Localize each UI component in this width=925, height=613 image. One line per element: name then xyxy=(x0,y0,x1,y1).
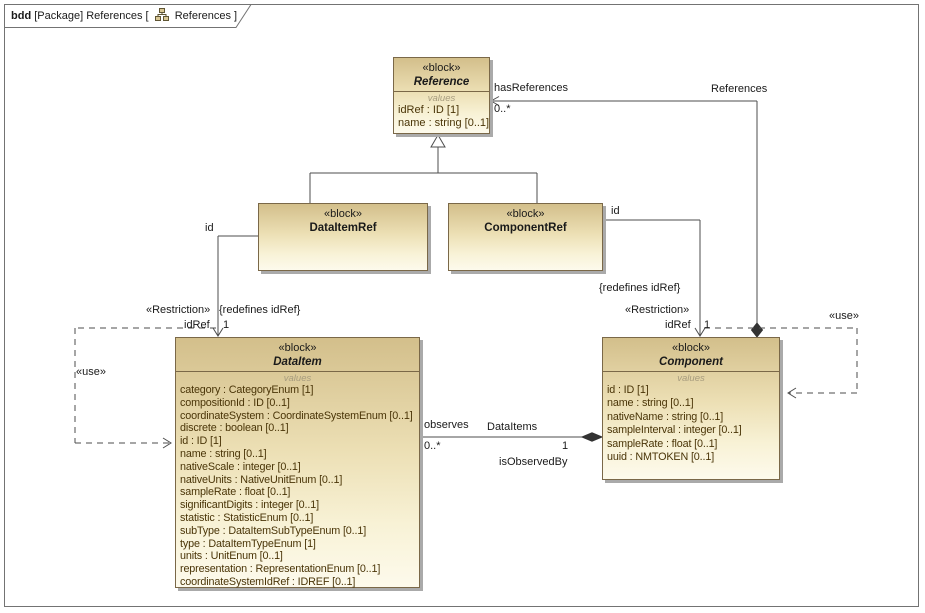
values-compartment-label: values xyxy=(283,373,312,384)
attribute: nativeScale : integer [0..1] xyxy=(180,460,301,473)
attribute: name : string [0..1] xyxy=(398,117,489,129)
stereotype: «block» xyxy=(422,62,461,74)
stereotype: «block» xyxy=(324,208,362,220)
diagram-tab-label: bdd [Package] References [ References ] xyxy=(11,8,237,22)
attribute: id : ID [1] xyxy=(180,435,222,448)
attribute: name : string [0..1] xyxy=(180,447,267,460)
attribute: name : string [0..1] xyxy=(607,397,694,410)
attribute: type : DataItemTypeEnum [1] xyxy=(180,537,316,550)
stereotype-use-right: «use» xyxy=(829,310,859,322)
componentref-idref-connector[interactable] xyxy=(603,219,706,337)
attribute: sampleRate : float [0..1] xyxy=(180,486,291,499)
attribute: idRef : ID [1] xyxy=(398,104,460,116)
use-dependency-left[interactable] xyxy=(74,327,216,449)
block-componentref[interactable]: «block» ComponentRef xyxy=(448,203,603,271)
constraint-redefines-left: {redefines idRef} xyxy=(219,304,301,316)
multiplicity: 0..* xyxy=(424,440,441,452)
references-connector[interactable] xyxy=(489,96,764,338)
attribute: compositionId : ID [0..1] xyxy=(180,396,290,409)
attribute: discrete : boolean [0..1] xyxy=(180,422,289,435)
stereotype-use-left: «use» xyxy=(76,366,106,378)
block-dataitem[interactable]: «block» DataItem values category : Categ… xyxy=(175,337,420,588)
diagram-context: [Package] References [ xyxy=(34,10,149,22)
attribute: nativeName : string [0..1] xyxy=(607,410,724,423)
attributes: category : CategoryEnum [1]compositionId… xyxy=(176,384,419,589)
dataitemref-idref-connector[interactable] xyxy=(212,235,258,337)
diagram-kind: bdd xyxy=(11,10,32,22)
diagram-tab-shape xyxy=(4,4,252,28)
attribute: sampleInterval : integer [0..1] xyxy=(607,424,742,437)
block-reference[interactable]: «block» Reference values idRef : ID [1]n… xyxy=(393,57,490,134)
diagram-icon xyxy=(154,8,169,21)
block-name: Reference xyxy=(413,76,470,88)
stereotype-restriction-left: «Restriction» xyxy=(146,304,211,316)
stereotype: «block» xyxy=(672,342,710,354)
block-name: ComponentRef xyxy=(484,222,567,234)
association-name-dataitems: DataItems xyxy=(487,421,538,433)
role-idref-right: idRef xyxy=(665,319,691,331)
block-name: Component xyxy=(659,356,723,368)
attribute: coordinateSystemIdRef : IDREF [0..1] xyxy=(180,575,356,588)
multiplicity: 0..* xyxy=(494,103,511,115)
role-id-right: id xyxy=(611,205,620,217)
stereotype-restriction-right: «Restriction» xyxy=(625,304,690,316)
attribute: nativeUnits : NativeUnitEnum [0..1] xyxy=(180,473,343,486)
multiplicity: 1 xyxy=(223,319,230,331)
attribute: category : CategoryEnum [1] xyxy=(180,384,314,396)
attribute: coordinateSystem : CoordinateSystemEnum … xyxy=(180,409,413,422)
association-name-references: References xyxy=(711,83,768,95)
block-name: DataItemRef xyxy=(309,222,377,234)
attribute: sampleRate : float [0..1] xyxy=(607,437,718,450)
attribute: statistic : StatisticEnum [0..1] xyxy=(180,511,314,524)
stereotype: «block» xyxy=(278,342,317,354)
attribute: units : UnitEnum [0..1] xyxy=(180,550,283,563)
stereotype: «block» xyxy=(506,208,545,220)
constraint-redefines-right: {redefines idRef} xyxy=(599,282,681,294)
diagram-frame xyxy=(4,4,919,607)
role-hasreferences: hasReferences xyxy=(494,82,568,94)
attribute: significantDigits : integer [0..1] xyxy=(180,499,319,512)
multiplicity: 1 xyxy=(704,319,711,331)
attributes: idRef : ID [1]name : string [0..1] xyxy=(394,104,489,130)
multiplicity: 1 xyxy=(562,440,569,452)
values-compartment-label: values xyxy=(677,373,705,384)
observes-connector[interactable] xyxy=(415,432,604,442)
role-idref-left: idRef xyxy=(184,319,210,331)
attribute: representation : RepresentationEnum [0..… xyxy=(180,563,381,576)
attributes: id : ID [1]name : string [0..1]nativeNam… xyxy=(603,384,779,464)
role-isobservedby: isObservedBy xyxy=(499,456,568,468)
attribute: id : ID [1] xyxy=(607,384,649,396)
values-compartment-label: values xyxy=(427,93,456,104)
block-name: DataItem xyxy=(273,356,322,368)
role-observes: observes xyxy=(424,419,469,431)
diagram-tab[interactable]: bdd [Package] References [ References ] xyxy=(4,4,254,28)
block-dataitemref[interactable]: «block» DataItemRef xyxy=(258,203,428,271)
block-component[interactable]: «block» Component values id : ID [1]name… xyxy=(602,337,780,480)
attribute: subType : DataItemSubTypeEnum [0..1] xyxy=(180,524,367,537)
generalization-connector[interactable] xyxy=(309,134,538,203)
role-id-left: id xyxy=(205,222,214,234)
attribute: uuid : NMTOKEN [0..1] xyxy=(607,451,715,464)
diagram-name: References ] xyxy=(174,10,238,22)
